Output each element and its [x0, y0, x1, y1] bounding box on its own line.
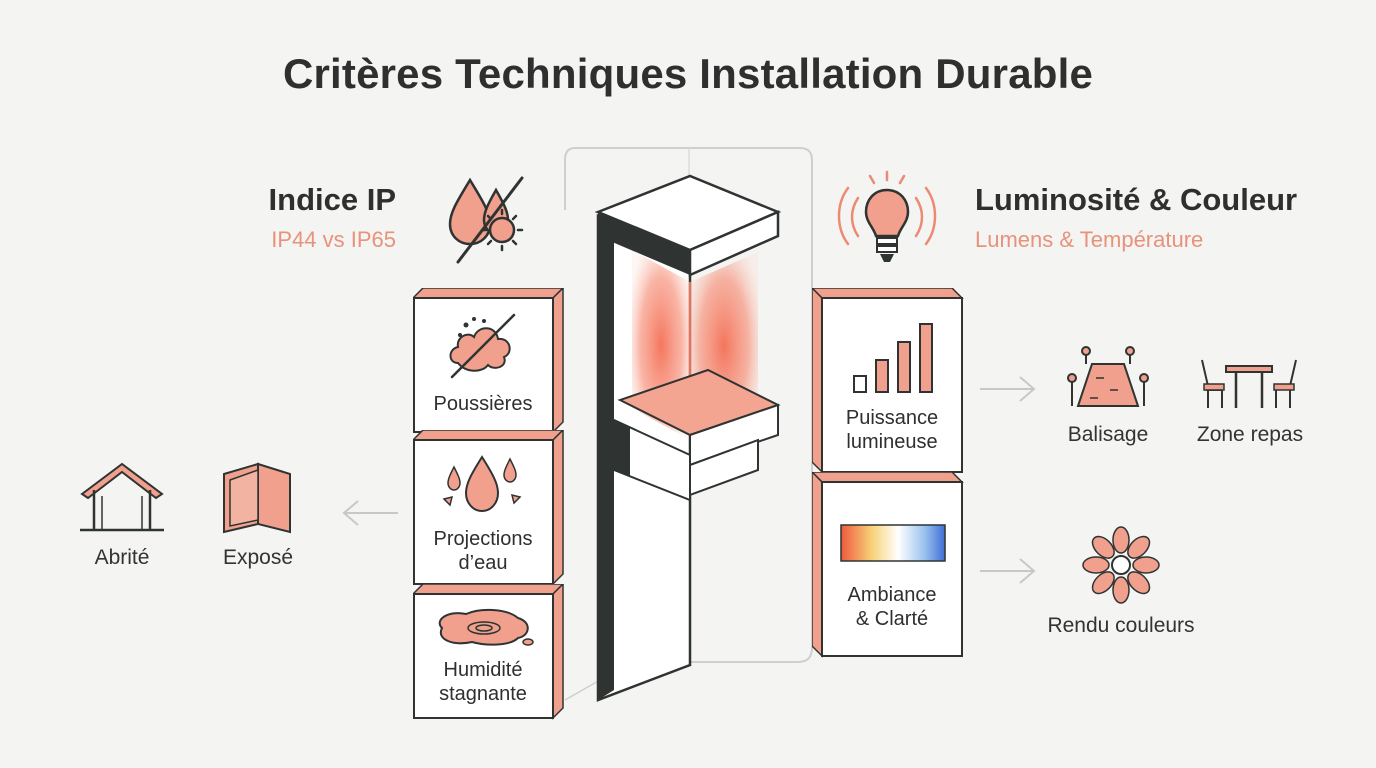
color-rendering-label: Rendu couleurs: [1047, 614, 1195, 637]
light-criterion-power-card: [812, 288, 964, 474]
shelter-icon: [80, 462, 164, 532]
light-criterion-power-label-line1: Puissance: [845, 407, 939, 429]
ip-criterion-humidity-label: Humidité stagnante: [414, 658, 552, 706]
water-sun-crossed-icon: [448, 176, 524, 264]
color-temperature-gradient-icon: [840, 524, 946, 562]
arrow-right-icon: [980, 376, 1036, 402]
light-criterion-power-label: Puissance lumineuse: [823, 406, 961, 454]
ip-section-subtitle: IP44 vs IP65: [271, 227, 396, 252]
garden-lamp-illustration: [564, 147, 813, 702]
light-criterion-power-label-line2: lumineuse: [846, 431, 938, 453]
ip-criterion-water-label-line1: Projections: [433, 528, 533, 550]
page-title: Critères Techniques Installation Durable: [282, 50, 1094, 97]
exposed-wall-icon: [223, 462, 291, 534]
path-marker-icon: [1067, 346, 1149, 407]
ip-criterion-humidity-card: [413, 584, 565, 720]
dust-cloud-crossed-icon: [449, 313, 516, 379]
signal-bars-icon: [853, 323, 933, 393]
ip-criterion-water-label-line2: d’eau: [458, 552, 508, 574]
ip-criterion-humidity-label-line1: Humidité: [443, 659, 523, 681]
location-sheltered-label: Abrité: [94, 546, 150, 569]
ip-criterion-dust-label: Poussières: [433, 393, 533, 415]
ip-criterion-humidity-label-line2: stagnante: [439, 683, 527, 705]
light-bulb-icon: [837, 170, 937, 262]
light-section-title: Luminosité & Couleur: [975, 182, 1298, 217]
use-marker-label: Balisage: [1067, 423, 1149, 446]
light-criterion-ambiance-label-line2: & Clarté: [855, 608, 929, 630]
arrow-left-icon: [342, 500, 398, 526]
light-criterion-ambiance-label: Ambiance & Clarté: [823, 583, 961, 631]
water-drops-icon: [442, 455, 522, 513]
use-dining-label: Zone repas: [1196, 423, 1304, 446]
light-section-subtitle: Lumens & Température: [975, 227, 1204, 252]
ip-section-title: Indice IP: [268, 182, 396, 217]
flower-icon: [1082, 526, 1160, 604]
light-criterion-ambiance-label-line1: Ambiance: [847, 584, 937, 606]
location-exposed-label: Exposé: [222, 546, 294, 569]
arrow-right-icon: [980, 558, 1036, 584]
puddle-icon: [438, 608, 534, 646]
dining-table-icon: [1201, 359, 1297, 408]
ip-criterion-water-label: Projections d’eau: [414, 527, 552, 575]
light-criterion-ambiance-card: [812, 472, 964, 658]
